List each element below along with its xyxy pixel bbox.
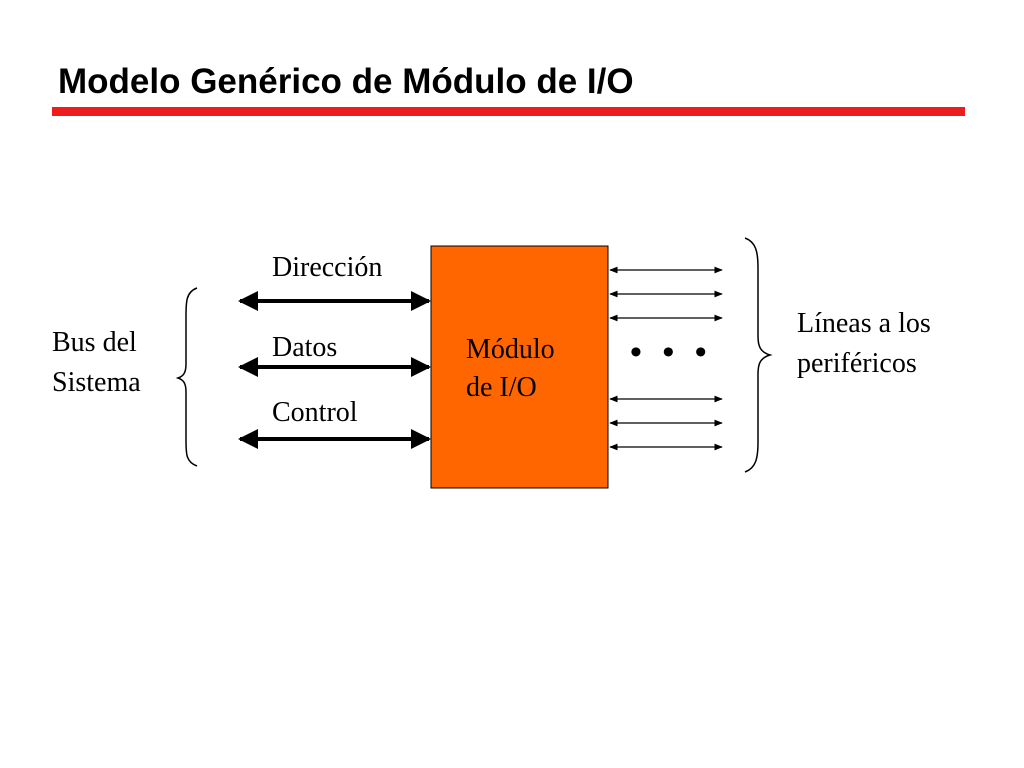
title-underline bbox=[52, 107, 965, 116]
peripheral-label-line1: Líneas a los bbox=[797, 308, 931, 339]
system-bus-brace bbox=[175, 287, 198, 467]
io-module-box bbox=[430, 245, 609, 489]
module-label-line1: Módulo bbox=[466, 334, 555, 365]
address-label: Dirección bbox=[272, 252, 383, 283]
system-bus-label-line2: Sistema bbox=[52, 367, 141, 398]
system-bus-label-line1: Bus del bbox=[52, 327, 137, 358]
more-lines-ellipsis: • • • bbox=[630, 334, 713, 371]
module-label-line2: de I/O bbox=[466, 372, 537, 403]
peripheral-lines-brace bbox=[744, 237, 773, 473]
control-label: Control bbox=[272, 397, 358, 428]
data-label: Datos bbox=[272, 332, 338, 363]
peripheral-label-line2: periféricos bbox=[797, 348, 917, 379]
slide-title: Modelo Genérico de Módulo de I/O bbox=[58, 62, 634, 101]
